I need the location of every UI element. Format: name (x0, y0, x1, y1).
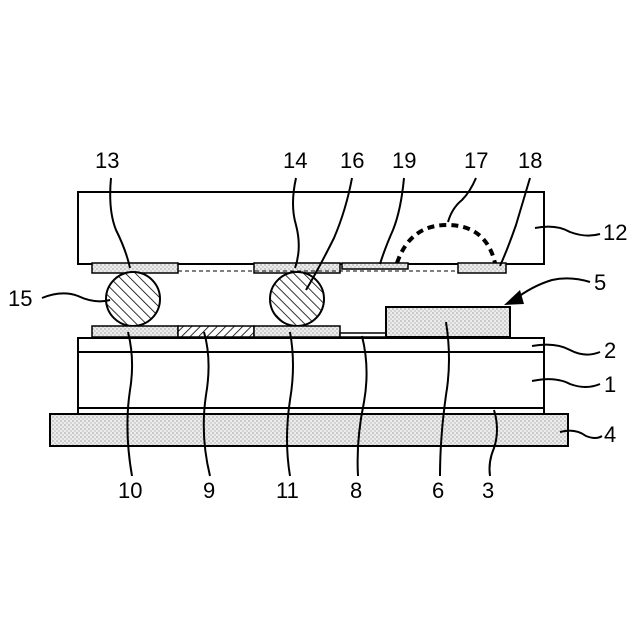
pad-18 (458, 263, 506, 273)
label-14: 14 (283, 148, 307, 173)
label-13: 13 (95, 148, 119, 173)
leader-15 (42, 293, 110, 301)
label-16: 16 (340, 148, 364, 173)
label-10: 10 (118, 478, 142, 503)
upper-substrate (78, 192, 544, 264)
label-3: 3 (482, 478, 494, 503)
label-17: 17 (464, 148, 488, 173)
solder-ball-15 (106, 272, 160, 326)
arrow-5-head (504, 290, 524, 305)
layer-2 (78, 338, 544, 352)
pattern-9 (178, 326, 254, 337)
label-8: 8 (350, 478, 362, 503)
label-18: 18 (518, 148, 542, 173)
label-19: 19 (392, 148, 416, 173)
pad-19 (342, 263, 408, 269)
label-9: 9 (203, 478, 215, 503)
label-4: 4 (604, 422, 616, 447)
arrow-5-line (514, 278, 590, 300)
label-5: 5 (594, 270, 606, 295)
label-6: 6 (432, 478, 444, 503)
solder-ball-16 (270, 272, 324, 326)
label-2: 2 (604, 338, 616, 363)
label-15: 15 (8, 286, 32, 311)
pad-11 (254, 326, 340, 337)
pad-10 (92, 326, 178, 337)
label-12: 12 (603, 220, 627, 245)
label-11: 11 (276, 478, 299, 503)
label-1: 1 (604, 372, 616, 397)
substrate-1 (78, 352, 544, 408)
